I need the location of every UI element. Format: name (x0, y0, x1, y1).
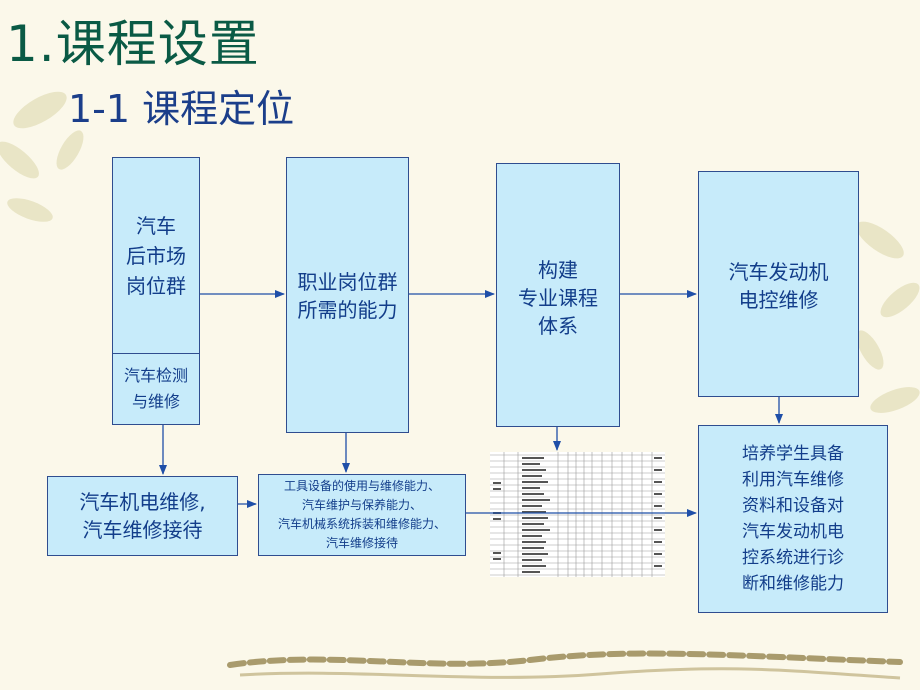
box-aftermarket-job-group: 汽车 后市场 岗位群 (112, 157, 200, 353)
box-skills-list: 工具设备的使用与维修能力、 汽车维护与保养能力、 汽车机械系统拆装和维修能力、 … (258, 474, 466, 556)
box-engine-control-maintenance: 汽车发动机 电控维修 (698, 171, 859, 397)
box-engine-control-maintenance-label: 汽车发动机 电控维修 (728, 260, 829, 312)
curriculum-table-thumbnail (490, 452, 665, 577)
page-title: 1.课程设置 (6, 15, 260, 73)
box-job-abilities-label: 职业岗位群 所需的能力 (297, 270, 398, 322)
box-curriculum-system-label: 构建 专业课程 体系 (518, 258, 598, 338)
box-job-abilities: 职业岗位群 所需的能力 (286, 157, 409, 433)
box-aftermarket-job-group-label: 汽车 后市场 岗位群 (126, 213, 186, 298)
box-training-goal: 培养学生具备 利用汽车维修 资料和设备对 汽车发动机电 控系统进行诊 断和维修能… (698, 425, 888, 613)
box-mechatronic-repair-label: 汽车机电维修, 汽车维修接待 (79, 490, 206, 542)
box-inspection-maintenance-label: 汽车检测 与维修 (123, 366, 188, 411)
box-inspection-maintenance: 汽车检测 与维修 (112, 353, 200, 425)
box-mechatronic-repair: 汽车机电维修, 汽车维修接待 (47, 476, 238, 556)
page-subtitle: 1-1 课程定位 (68, 87, 295, 131)
box-curriculum-system: 构建 专业课程 体系 (496, 163, 620, 427)
box-training-goal-label: 培养学生具备 利用汽车维修 资料和设备对 汽车发动机电 控系统进行诊 断和维修能… (742, 444, 844, 594)
box-skills-list-label: 工具设备的使用与维修能力、 汽车维护与保养能力、 汽车机械系统拆装和维修能力、 … (277, 479, 446, 550)
